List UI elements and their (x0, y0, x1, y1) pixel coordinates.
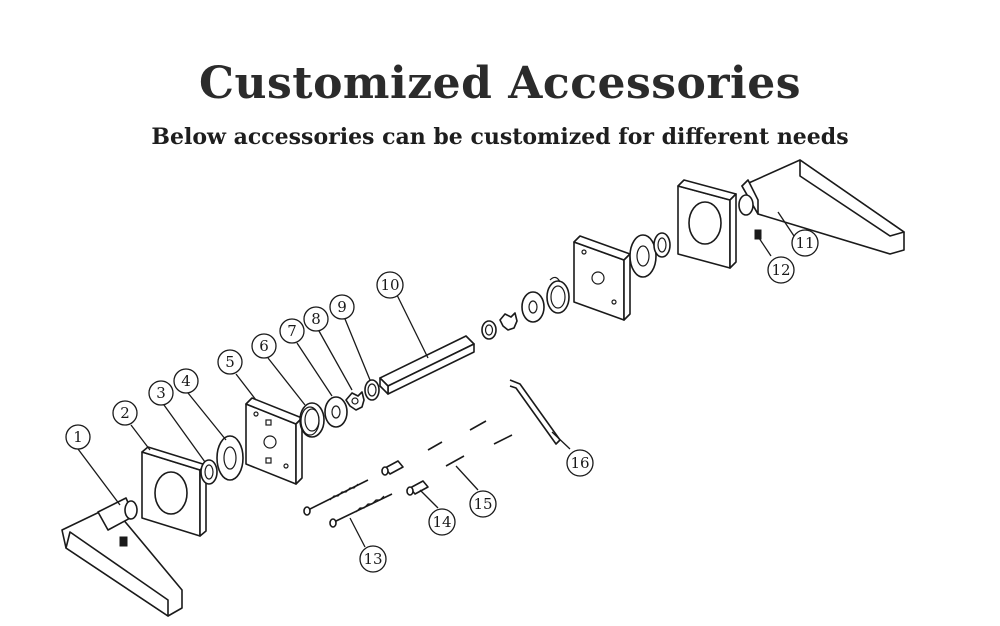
part-ring-3 (200, 459, 218, 485)
callout-7-label: 7 (287, 322, 297, 340)
callout-4: 4 (173, 368, 199, 394)
callout-11: 11 (791, 229, 819, 257)
part-cam-right (521, 291, 545, 323)
callout-11-label: 11 (795, 234, 814, 252)
part-pins-14 (381, 460, 429, 496)
callout-3-label: 3 (156, 384, 166, 402)
part-spring-right (546, 276, 570, 314)
callout-16: 16 (566, 449, 594, 477)
part-long-screws-13 (303, 479, 393, 528)
part-circlip-9 (364, 379, 380, 401)
callout-2-label: 2 (120, 404, 130, 422)
callout-6: 6 (251, 333, 277, 359)
callout-5-label: 5 (225, 353, 235, 371)
part-washer-4 (216, 435, 244, 481)
callout-9: 9 (329, 294, 355, 320)
part-circlip-right (481, 320, 497, 340)
callout-1: 1 (65, 424, 91, 450)
part-spring-6 (299, 402, 325, 438)
callout-13-label: 13 (363, 550, 382, 568)
callout-14: 14 (428, 508, 456, 536)
callout-8: 8 (303, 306, 329, 332)
page-subtitle: Below accessories can be customized for … (151, 124, 849, 150)
part-ring-right (653, 232, 671, 258)
part-short-screws-15 (427, 420, 513, 467)
part-square-rose-left (141, 446, 207, 537)
callout-6-label: 6 (259, 337, 269, 355)
part-washer-right (629, 234, 657, 278)
part-mounting-plate-left (245, 397, 303, 485)
leader-lines (77, 211, 795, 548)
callout-1-label: 1 (73, 428, 83, 446)
part-grub-screw-12 (754, 229, 762, 240)
callout-15-label: 15 (473, 495, 492, 513)
callout-12: 12 (767, 256, 795, 284)
part-lever-handle-left (61, 497, 183, 617)
part-star-washer-8 (345, 391, 365, 411)
callout-13: 13 (359, 545, 387, 573)
callout-2: 2 (112, 400, 138, 426)
callout-7: 7 (279, 318, 305, 344)
part-mounting-plate-right (573, 235, 631, 321)
callout-9-label: 9 (337, 298, 347, 316)
part-star-washer-right (499, 312, 518, 331)
part-lever-handle-right (738, 159, 905, 255)
callout-10: 10 (376, 271, 404, 299)
callout-14-label: 14 (432, 513, 451, 531)
part-hex-key-16 (509, 379, 561, 445)
page-title: Customized Accessories (198, 58, 802, 109)
callout-15: 15 (469, 490, 497, 518)
part-cam-7 (324, 396, 348, 428)
callout-5: 5 (217, 349, 243, 375)
callout-16-label: 16 (570, 454, 589, 472)
callout-3: 3 (148, 380, 174, 406)
callout-4-label: 4 (181, 372, 191, 390)
part-spindle-10 (379, 335, 475, 395)
part-square-rose-right (677, 179, 737, 269)
callout-12-label: 12 (771, 261, 790, 279)
callout-8-label: 8 (311, 310, 321, 328)
callout-10-label: 10 (380, 276, 399, 294)
